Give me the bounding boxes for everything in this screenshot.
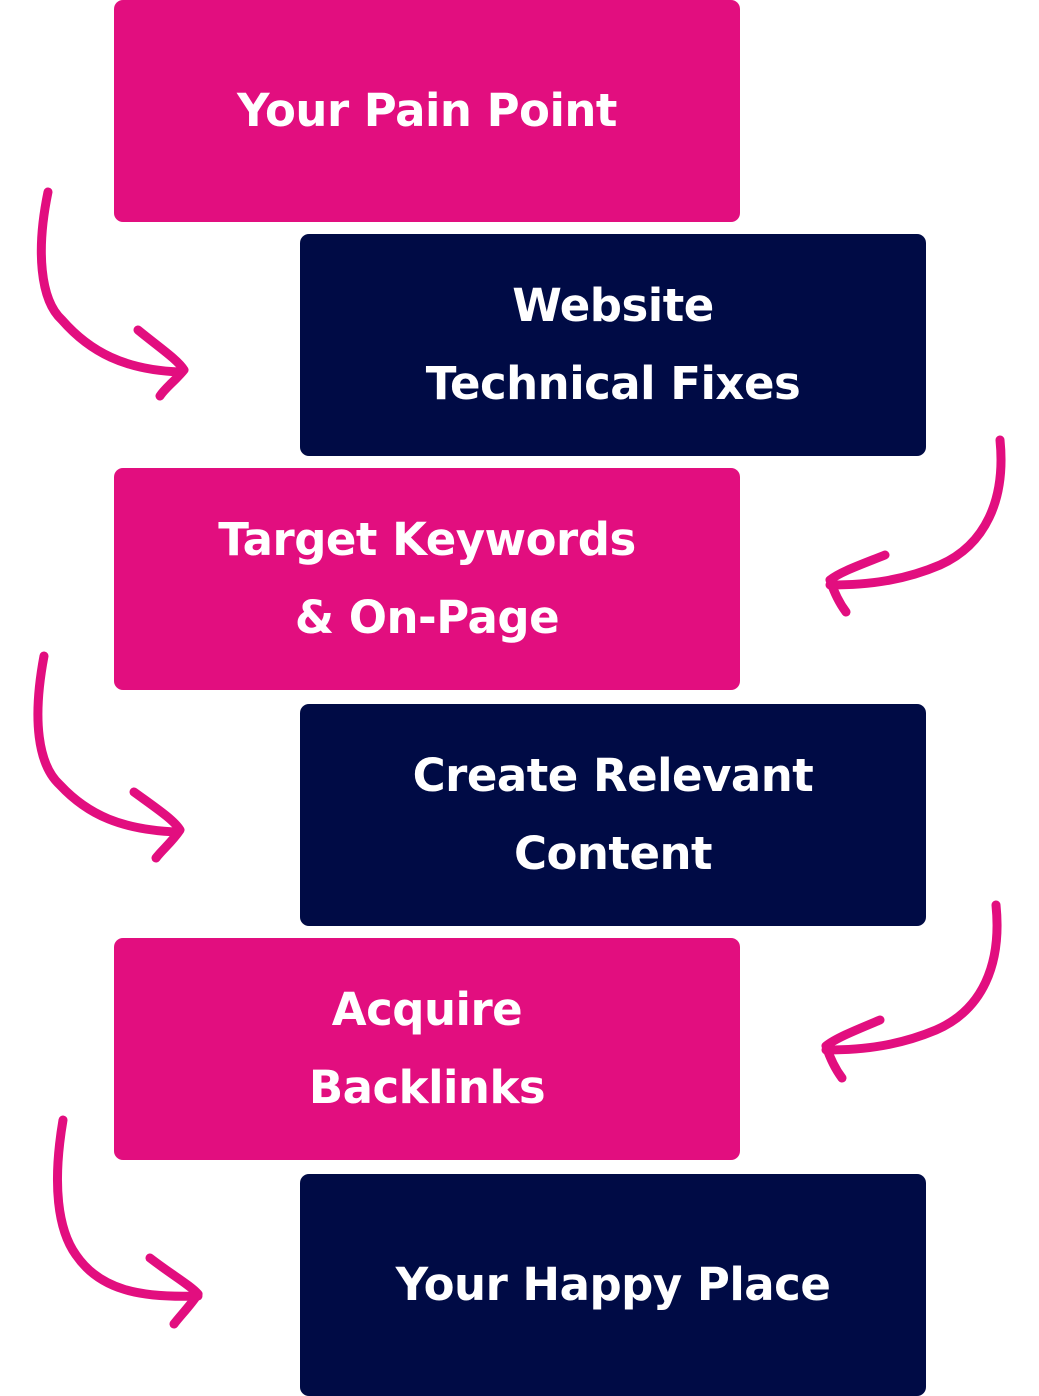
- step-label: Your Pain Point: [237, 84, 617, 137]
- step-website-technical-fixes: Website Technical Fixes: [300, 234, 926, 456]
- step-label: Acquire Backlinks: [308, 983, 546, 1114]
- step-label: Your Happy Place: [395, 1258, 831, 1311]
- step-your-pain-point: Your Pain Point: [114, 0, 740, 222]
- step-your-happy-place: Your Happy Place: [300, 1174, 926, 1396]
- step-create-relevant-content: Create Relevant Content: [300, 704, 926, 926]
- step-target-keywords: Target Keywords & On-Page: [114, 468, 740, 690]
- step-label: Target Keywords & On-Page: [218, 513, 636, 644]
- step-label: Website Technical Fixes: [425, 279, 801, 410]
- step-label: Create Relevant Content: [412, 749, 814, 880]
- curved-arrow-right-icon: [36, 187, 189, 401]
- curved-arrow-left-icon: [825, 435, 1006, 617]
- curved-arrow-left-icon: [821, 900, 1002, 1083]
- step-acquire-backlinks: Acquire Backlinks: [114, 938, 740, 1160]
